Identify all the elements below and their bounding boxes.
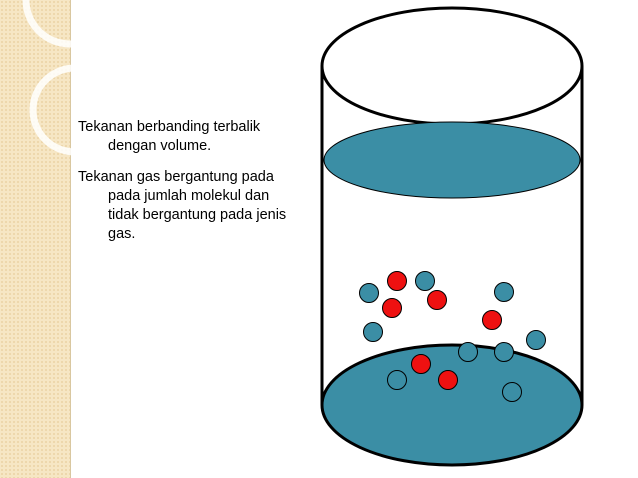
- paragraph-pressure-molecules: Tekanan gas bergantung pada pada jumlah …: [78, 169, 287, 242]
- gas-molecules: [359, 271, 546, 402]
- red-molecule: [438, 370, 458, 390]
- blue-molecule: [415, 271, 435, 291]
- blue-molecule: [363, 322, 383, 342]
- paragraph-pressure-volume: Tekanan berbanding terbalik dengan volum…: [78, 119, 261, 154]
- bottom-liquid-surface: [320, 343, 584, 467]
- red-molecule: [411, 354, 431, 374]
- blue-molecule: [387, 370, 407, 390]
- blue-molecule: [526, 330, 546, 350]
- blue-molecule: [458, 342, 478, 362]
- text-content: Tekanan berbanding terbalik dengan volum…: [78, 118, 298, 256]
- blue-molecule: [502, 382, 522, 402]
- decorative-circles: [22, 0, 110, 156]
- blue-molecule: [494, 282, 514, 302]
- red-molecule: [382, 298, 402, 318]
- red-molecule: [387, 271, 407, 291]
- cylinder-top-rim: [320, 6, 584, 126]
- red-molecule: [482, 310, 502, 330]
- blue-molecule: [359, 283, 379, 303]
- piston: [323, 121, 581, 199]
- red-molecule: [427, 290, 447, 310]
- decorative-side-band: [0, 0, 71, 478]
- blue-molecule: [494, 342, 514, 362]
